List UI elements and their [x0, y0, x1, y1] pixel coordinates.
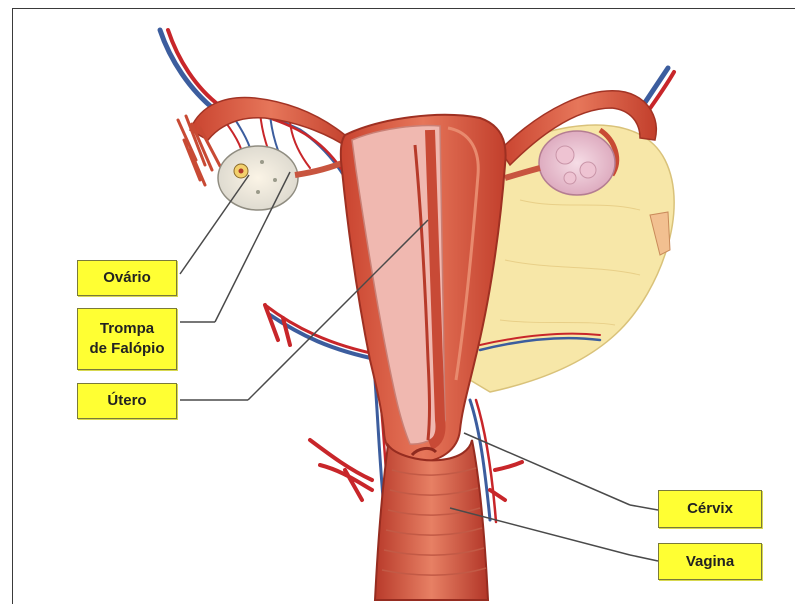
- label-trompa-line1: Trompa: [100, 319, 154, 339]
- label-trompa-de-falopio: Trompa de Falópio: [77, 308, 177, 370]
- label-ovario: Ovário: [77, 260, 177, 296]
- label-utero-text: Útero: [107, 391, 146, 411]
- leader-line-cervix-end: [630, 505, 658, 510]
- uterus: [341, 115, 506, 462]
- label-utero: Útero: [77, 383, 177, 419]
- label-trompa-line2: de Falópio: [90, 339, 165, 359]
- vagina: [375, 440, 488, 600]
- label-vagina-text: Vagina: [686, 552, 734, 572]
- label-cervix-text: Cérvix: [687, 499, 733, 519]
- leader-line-ovario: [180, 175, 249, 274]
- label-ovario-text: Ovário: [103, 268, 151, 288]
- label-vagina: Vagina: [658, 543, 762, 580]
- leader-line-vagina-end: [630, 555, 658, 561]
- label-cervix: Cérvix: [658, 490, 762, 528]
- leader-line-cervix: [464, 433, 630, 505]
